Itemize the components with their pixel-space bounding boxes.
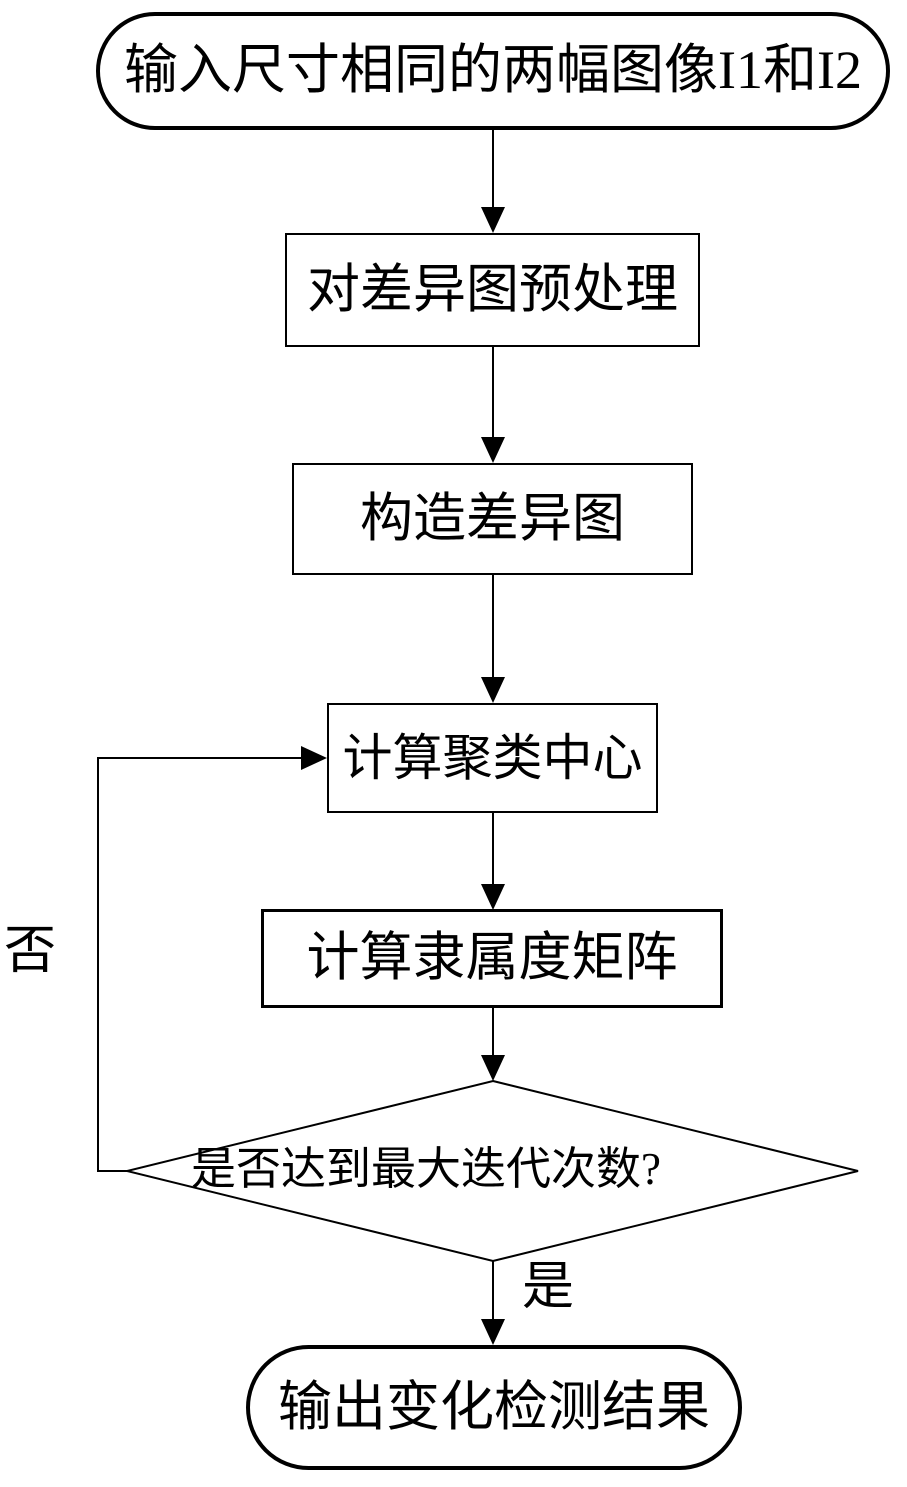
node-preprocess-label: 对差异图预处理 xyxy=(307,260,678,319)
edge-label-no: 否 xyxy=(4,923,57,980)
arrowhead-loop-no xyxy=(301,746,327,770)
arrowhead-preprocess xyxy=(481,207,505,233)
node-start-label: 输入尺寸相同的两幅图像I1和I2 xyxy=(124,40,862,101)
node-output: 输出变化检测结果 xyxy=(246,1345,742,1470)
node-start: 输入尺寸相同的两幅图像I1和I2 xyxy=(96,12,890,130)
node-decision-label: 是否达到最大迭代次数? xyxy=(165,1142,687,1196)
arrowhead-decision xyxy=(481,1055,505,1081)
arrowhead-output xyxy=(481,1319,505,1345)
node-preprocess: 对差异图预处理 xyxy=(285,233,700,347)
node-centers-label: 计算聚类中心 xyxy=(342,729,643,786)
node-construct-label: 构造差异图 xyxy=(360,489,625,548)
arrowhead-membership xyxy=(481,884,505,910)
node-construct: 构造差异图 xyxy=(292,463,693,575)
arrowhead-centers xyxy=(481,677,505,703)
arrowhead-construct xyxy=(481,437,505,463)
node-output-label: 输出变化检测结果 xyxy=(278,1376,710,1437)
edge-label-yes: 是 xyxy=(522,1259,575,1316)
decision-question-text: 是否达到最大迭代次数? xyxy=(191,1144,661,1194)
node-membership: 计算隶属度矩阵 xyxy=(261,909,723,1008)
node-centers: 计算聚类中心 xyxy=(327,703,658,813)
loop-no-path xyxy=(97,757,323,1172)
node-membership-label: 计算隶属度矩阵 xyxy=(306,929,678,988)
